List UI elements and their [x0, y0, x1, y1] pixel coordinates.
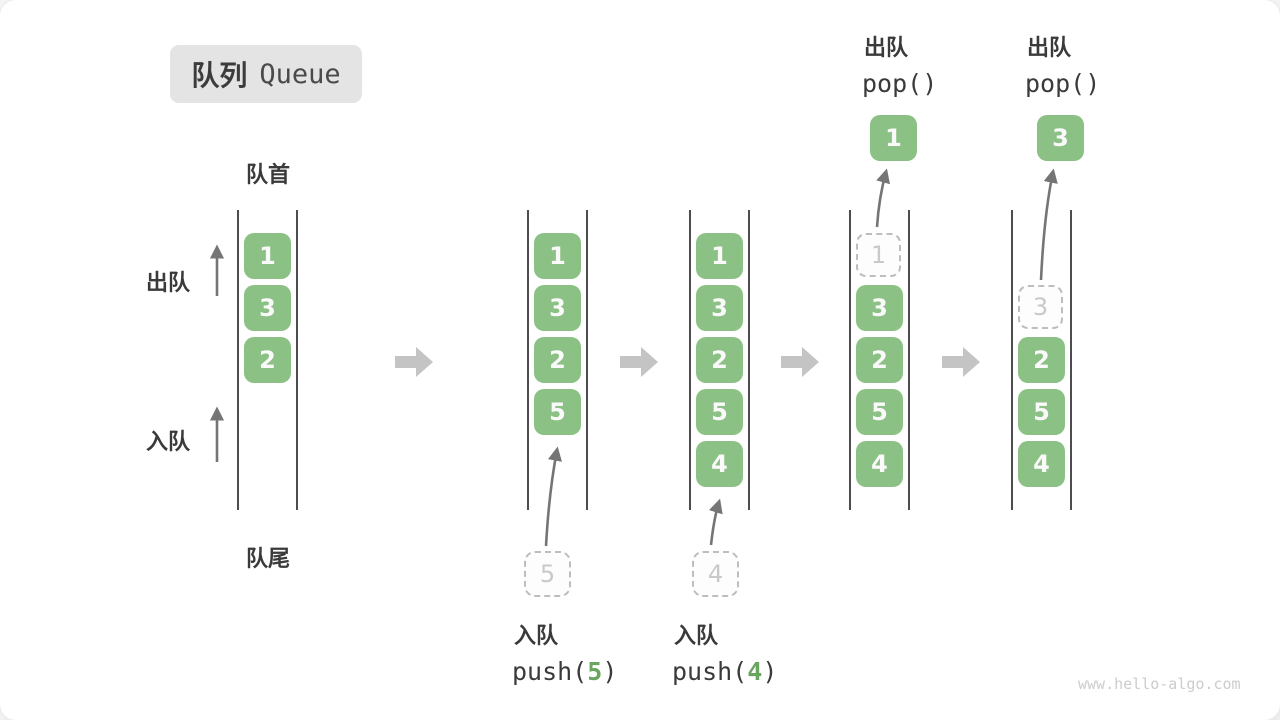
queue-item: 3 — [696, 285, 743, 331]
queue-state-after-push-5: 1 3 2 5 — [527, 210, 588, 510]
state-transition-arrow — [781, 347, 819, 377]
queue-item: 1 — [244, 233, 291, 279]
queue-item: 2 — [244, 337, 291, 383]
operation-label: 入队 — [674, 624, 719, 649]
queue-item: 1 — [696, 233, 743, 279]
queue-state-initial: 1 3 2 — [237, 210, 298, 510]
label-enqueue: 入队 — [146, 430, 191, 455]
operation-push-5: 入队 push(5) — [512, 618, 617, 686]
incoming-item-5: 5 — [524, 551, 571, 597]
operation-code: push(4) — [672, 657, 778, 686]
operation-pop-2: 出队 pop() — [1025, 30, 1100, 98]
removed-item-slot: 3 — [1018, 285, 1063, 329]
label-dequeue: 出队 — [146, 271, 191, 296]
queue-item: 5 — [696, 389, 743, 435]
title-en: Queue — [259, 58, 341, 90]
state-transition-arrow — [395, 347, 433, 377]
queue-state-after-push-4: 1 3 2 5 4 — [689, 210, 750, 510]
queue-item: 2 — [696, 337, 743, 383]
queue-state-after-pop-1: 1 3 2 5 4 — [849, 210, 910, 510]
label-queue-front: 队首 — [245, 163, 290, 188]
queue-item: 3 — [534, 285, 581, 331]
popped-item-3: 3 — [1037, 115, 1084, 161]
operation-code: pop() — [1025, 69, 1101, 98]
label-queue-rear: 队尾 — [245, 547, 290, 572]
removed-item-slot: 1 — [856, 233, 901, 277]
queue-item: 3 — [244, 285, 291, 331]
incoming-item-4: 4 — [692, 551, 739, 597]
popped-item-1: 1 — [870, 115, 917, 161]
queue-item: 2 — [856, 337, 903, 383]
queue-item: 4 — [1018, 441, 1065, 487]
queue-item: 5 — [856, 389, 903, 435]
operation-label: 出队 — [1027, 36, 1072, 61]
operation-pop-1: 出队 pop() — [862, 30, 937, 98]
queue-item: 5 — [1018, 389, 1065, 435]
state-transition-arrow — [620, 347, 658, 377]
operation-push-4: 入队 push(4) — [672, 618, 777, 686]
queue-item: 4 — [856, 441, 903, 487]
state-transition-arrow — [942, 347, 980, 377]
queue-item: 4 — [696, 441, 743, 487]
title-badge: 队列 Queue — [170, 45, 362, 103]
push-argument: 5 — [587, 657, 603, 686]
queue-item: 5 — [534, 389, 581, 435]
operation-label: 入队 — [514, 624, 559, 649]
queue-item: 3 — [856, 285, 903, 331]
queue-item: 2 — [1018, 337, 1065, 383]
operation-label: 出队 — [864, 36, 909, 61]
watermark: www.hello-algo.com — [1078, 675, 1241, 693]
title-zh: 队列 — [191, 59, 248, 92]
operation-code: pop() — [862, 69, 938, 98]
queue-item: 2 — [534, 337, 581, 383]
push-argument: 4 — [747, 657, 763, 686]
queue-state-after-pop-3: 3 2 5 4 — [1011, 210, 1072, 510]
queue-item: 1 — [534, 233, 581, 279]
operation-code: push(5) — [512, 657, 618, 686]
